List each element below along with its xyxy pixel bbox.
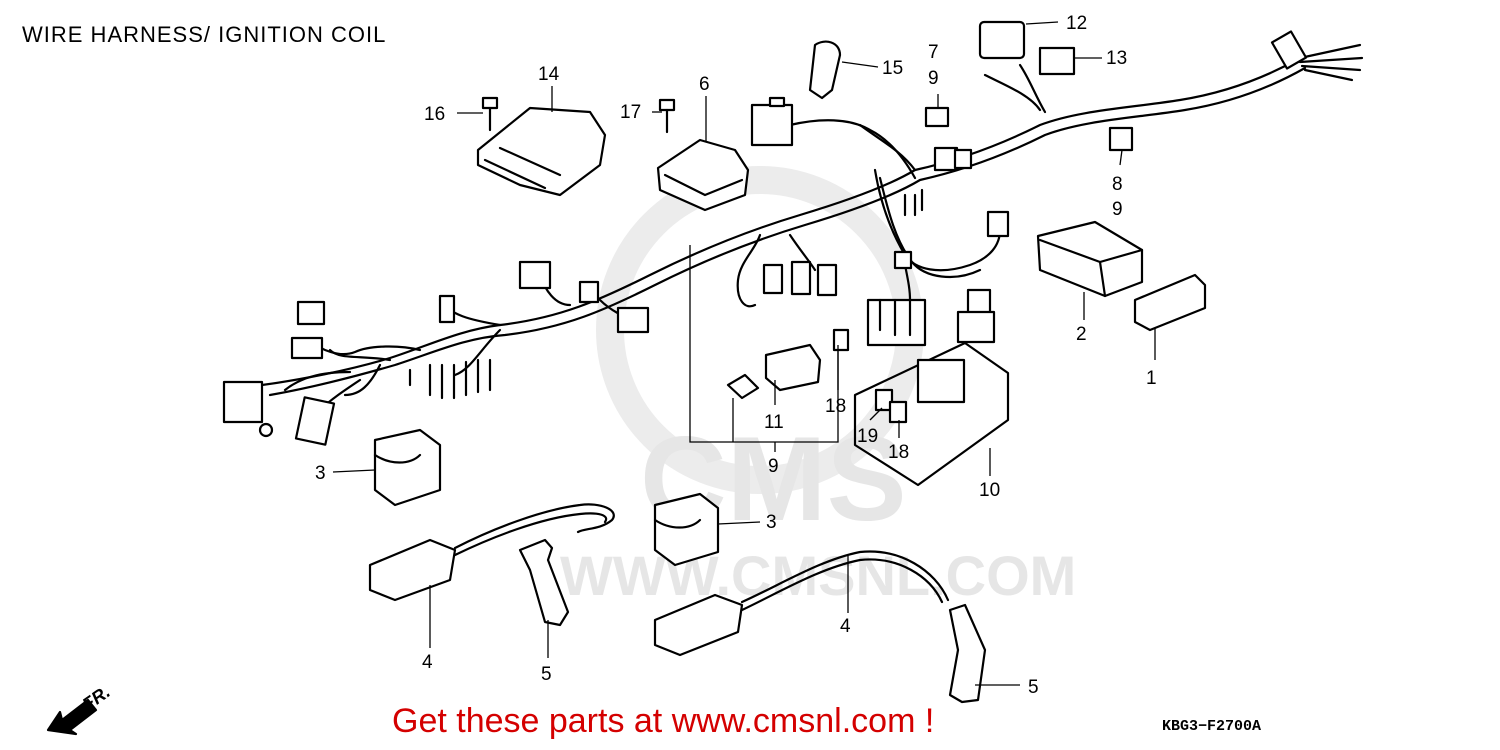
- callout-4-right: 4: [840, 616, 851, 637]
- coil-holder-3-left: [373, 428, 442, 507]
- callout-15: 15: [882, 58, 903, 79]
- callout-12: 12: [1066, 13, 1087, 34]
- coil-holder-3-right: [653, 492, 720, 567]
- front-arrow: [46, 698, 98, 736]
- plug-cap-5-right: [948, 603, 987, 704]
- socket-1: [1133, 273, 1207, 332]
- callout-5-right: 5: [1028, 677, 1039, 698]
- connector-8: [1108, 126, 1134, 152]
- bolt-17: [658, 98, 676, 134]
- callout-2: 2: [1076, 324, 1087, 345]
- callout-9: 9: [768, 456, 779, 477]
- plug-cap-5-left: [518, 538, 570, 627]
- bolt-16: [481, 96, 499, 132]
- ignition-coil-4-right: [653, 550, 950, 657]
- callout-6: 6: [699, 74, 710, 95]
- callout-10: 10: [979, 480, 1000, 501]
- fuse-holder-7: [924, 106, 950, 128]
- diagram-code: KBG3−F2700A: [1162, 718, 1262, 735]
- relay-12: [978, 20, 1026, 60]
- callouts: 12 13 15 7 9 8 9 2 1 14 16 17 6 11 18 9 …: [315, 13, 1157, 698]
- watermark: CMS WWW.CMSNL.COM: [560, 166, 1076, 607]
- callout-13: 13: [1106, 48, 1127, 69]
- callout-3-right: 3: [766, 512, 777, 533]
- band-15: [808, 40, 842, 100]
- leader-lines: [332, 21, 1156, 686]
- callout-8: 8: [1112, 174, 1123, 195]
- watermark-url: WWW.CMSNL.COM: [560, 544, 1076, 607]
- callout-11: 11: [764, 412, 784, 433]
- relay-11: [764, 343, 822, 392]
- fuse-box-10: [853, 341, 1010, 487]
- callout-17: 17: [620, 102, 641, 123]
- diagram-title: WIRE HARNESS/ IGNITION COIL: [22, 22, 387, 47]
- callout-18-b: 18: [888, 442, 909, 463]
- connector-13: [1038, 46, 1076, 76]
- bracket-14: [476, 106, 607, 197]
- main-harness: [260, 56, 1302, 387]
- callout-7: 7: [928, 42, 939, 63]
- callout-14: 14: [538, 64, 560, 85]
- callout-16: 16: [424, 104, 445, 125]
- callout-19: 19: [857, 426, 878, 447]
- callout-5-left: 5: [541, 664, 552, 685]
- ignition-coil-4-left: [368, 503, 615, 602]
- callout-3-left: 3: [315, 463, 326, 484]
- callout-8-9: 9: [1112, 199, 1123, 220]
- callout-18-a: 18: [825, 396, 846, 417]
- callout-4-left: 4: [422, 652, 433, 673]
- callout-1: 1: [1146, 368, 1157, 389]
- callout-7-9: 9: [928, 68, 939, 89]
- connector: [750, 103, 794, 147]
- promo-text: Get these parts at www.cmsnl.com !: [392, 702, 935, 740]
